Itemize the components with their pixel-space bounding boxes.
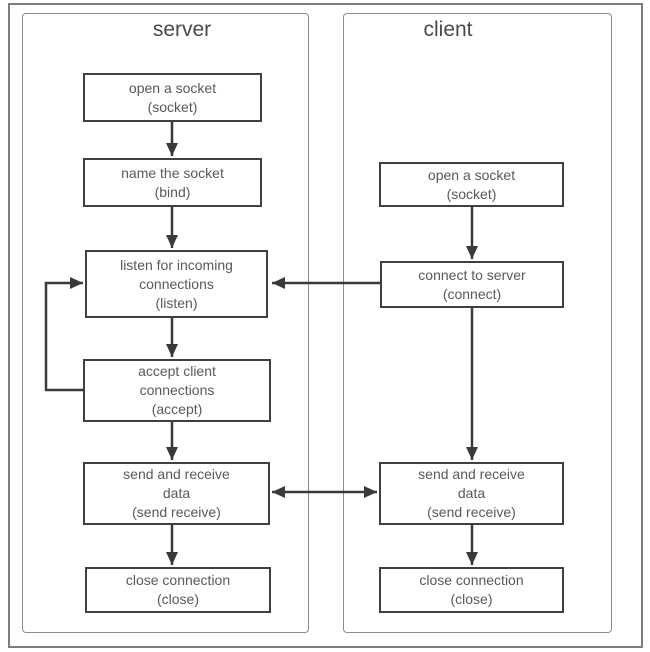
step-label: connections <box>139 382 215 398</box>
step-label: connect to server <box>418 266 526 283</box>
step-call: (accept) <box>151 401 203 417</box>
client-step-open-socket: open a socket (socket) <box>379 162 564 207</box>
step-call: (listen) <box>155 294 198 311</box>
server-step-listen: listen for incoming connections (listen) <box>85 250 268 318</box>
step-call: (connect) <box>442 285 502 302</box>
step-label: listen for incoming <box>120 256 233 273</box>
step-label: send and receive <box>123 466 230 482</box>
step-label: data <box>457 485 486 501</box>
server-step-close: close connection (close) <box>85 567 271 613</box>
step-label: close connection <box>419 572 524 588</box>
step-label: send and receive <box>418 466 525 482</box>
step-label: open a socket <box>427 166 516 183</box>
client-panel-title: client <box>423 18 473 41</box>
step-label: open a socket <box>128 79 217 96</box>
server-step-open-socket: open a socket (socket) <box>83 73 262 122</box>
step-label: data <box>162 485 191 501</box>
step-call: (send receive) <box>132 504 221 520</box>
step-label: close connection <box>125 572 231 588</box>
step-label: name the socket <box>121 164 224 181</box>
client-step-send-receive: send and receive data (send receive) <box>379 462 564 525</box>
client-step-close: close connection (close) <box>379 567 564 613</box>
server-step-send-receive: send and receive data (send receive) <box>83 462 270 525</box>
client-step-connect: connect to server (connect) <box>380 261 564 308</box>
client-panel <box>343 13 612 633</box>
step-call: (bind) <box>154 183 191 200</box>
step-call: (close) <box>450 591 493 607</box>
step-label: accept client <box>138 363 216 379</box>
step-call: (send receive) <box>427 504 516 520</box>
server-panel-title: server <box>152 18 212 41</box>
step-call: (close) <box>156 591 199 607</box>
server-step-accept: accept client connections (accept) <box>83 359 271 422</box>
step-call: (socket) <box>147 98 198 115</box>
step-label: connections <box>139 275 214 292</box>
step-call: (socket) <box>446 185 497 202</box>
server-step-bind: name the socket (bind) <box>83 158 262 207</box>
